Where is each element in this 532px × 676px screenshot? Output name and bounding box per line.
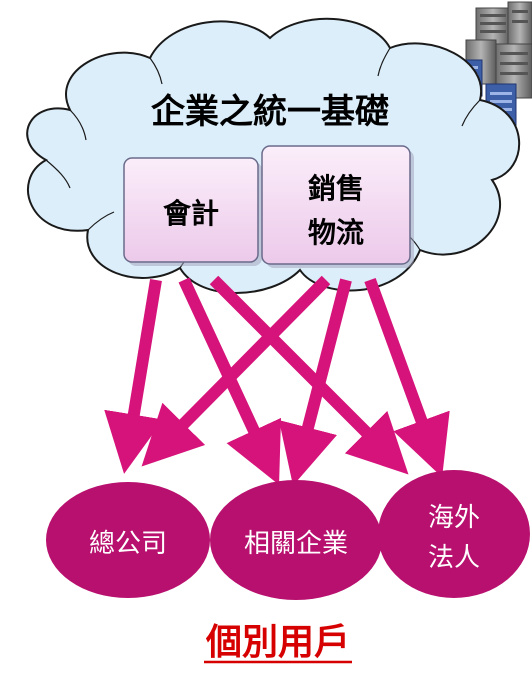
arrow-sales-to-hq bbox=[141, 275, 331, 467]
caption-text: 個別用戶 bbox=[205, 622, 350, 663]
module-logistics-label: 物流 bbox=[308, 216, 364, 249]
module-sales-label: 銷售 bbox=[308, 172, 364, 205]
server-tower-front bbox=[465, 39, 532, 99]
entity-headquarters-label: 總公司 bbox=[89, 529, 167, 559]
platform-title: 企業之統一基礎 bbox=[151, 92, 389, 132]
entity-overseas: 海外 法人 bbox=[378, 470, 530, 598]
entity-affiliate-label: 相關企業 bbox=[244, 529, 348, 559]
module-accounting: 會計 bbox=[123, 157, 262, 266]
arrow-accounting-to-hq bbox=[104, 279, 164, 474]
entity-affiliate: 相關企業 bbox=[210, 480, 382, 600]
module-accounting-label: 會計 bbox=[163, 197, 219, 230]
entity-overseas-label-line1: 海外 bbox=[428, 503, 480, 533]
arrow-sales-to-affiliate bbox=[278, 278, 352, 486]
arrow-sales-to-overseas bbox=[364, 277, 450, 478]
arrow-group bbox=[104, 275, 450, 486]
entity-overseas-label-line2: 法人 bbox=[428, 543, 480, 573]
entity-headquarters: 總公司 bbox=[46, 482, 210, 598]
arrow-accounting-to-overseas bbox=[209, 275, 409, 475]
caption: 個別用戶 bbox=[204, 622, 352, 664]
module-sales-logistics: 銷售 物流 bbox=[261, 145, 414, 268]
